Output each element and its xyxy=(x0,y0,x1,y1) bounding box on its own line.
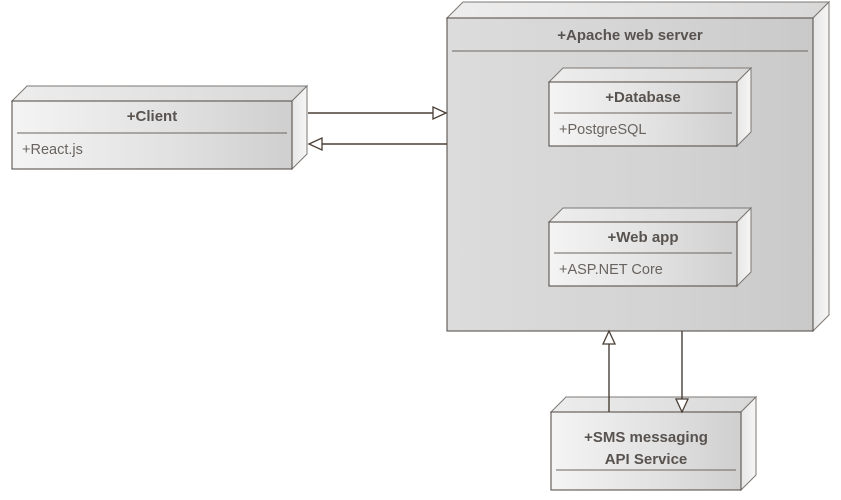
connector-client-to-apache[interactable] xyxy=(308,105,448,121)
database-node[interactable]: +Database +PostgreSQL xyxy=(547,66,753,148)
connector-client-to-apache-arrowhead xyxy=(432,105,448,121)
client-node-attribute: +React.js xyxy=(22,142,83,158)
database-node-top-face xyxy=(547,67,753,83)
sms-messaging-api-service-node[interactable]: +SMS messaging API Service xyxy=(549,395,758,492)
sms-node-front-face xyxy=(550,411,742,491)
database-node-front-face xyxy=(548,81,738,147)
web-app-node-title: +Web app xyxy=(608,229,679,246)
database-node-side-face xyxy=(736,66,752,148)
connector-apache-to-sms[interactable] xyxy=(674,331,690,414)
sms-node-title-line-1: +SMS messaging xyxy=(584,429,708,446)
client-node-side-face xyxy=(291,84,308,171)
connector-apache-to-sms-arrowhead xyxy=(674,398,690,414)
web-app-node-top-face xyxy=(547,207,753,223)
connector-sms-to-apache-arrowhead xyxy=(601,329,617,345)
connector-apache-to-client-arrowhead xyxy=(307,136,323,152)
client-node-top-face xyxy=(10,85,309,102)
database-node-attribute: +PostgreSQL xyxy=(559,122,646,138)
web-app-node-attribute: +ASP.NET Core xyxy=(559,262,663,278)
connector-apache-to-client[interactable] xyxy=(307,136,447,152)
sms-node-top-face xyxy=(549,396,758,413)
client-node-title: +Client xyxy=(127,108,177,125)
web-app-node-side-face xyxy=(736,206,752,288)
sms-node-title-line-2: API Service xyxy=(605,451,688,468)
apache-node-title: +Apache web server xyxy=(557,27,703,44)
sms-node-side-face xyxy=(740,395,757,492)
web-app-node-front-face xyxy=(548,221,738,287)
web-app-node[interactable]: +Web app +ASP.NET Core xyxy=(547,206,753,288)
database-node-title: +Database xyxy=(605,89,680,106)
client-node[interactable]: +Client +React.js xyxy=(10,84,309,171)
connector-sms-to-apache[interactable] xyxy=(601,329,617,412)
apache-node-top-face xyxy=(445,1,831,19)
client-node-front-face xyxy=(11,100,293,170)
apache-node-side-face xyxy=(812,0,830,333)
